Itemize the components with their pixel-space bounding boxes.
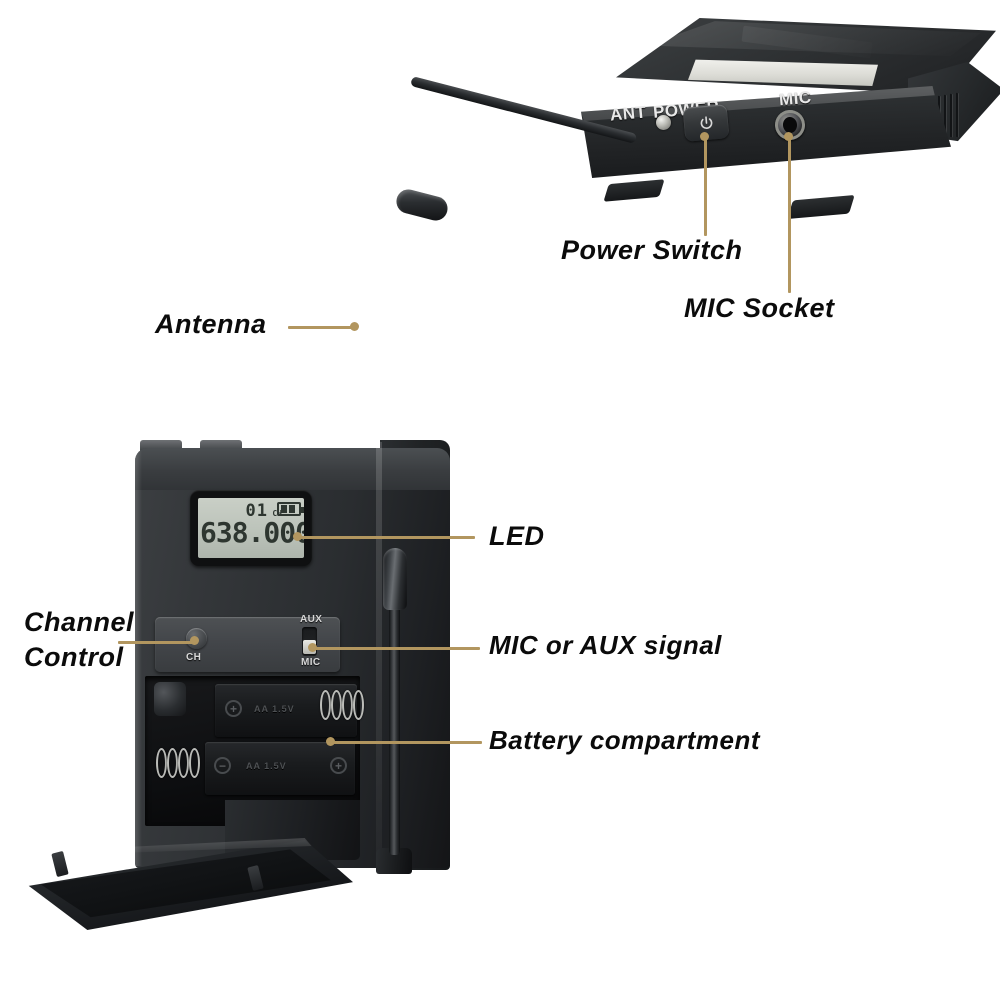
switch-mic-label: MIC xyxy=(301,657,321,668)
bottom-unit-left-edge-highlight xyxy=(135,450,142,866)
leader-power-switch xyxy=(704,138,707,236)
lcd-channel-number: 01 xyxy=(245,501,268,521)
leader-dot-led xyxy=(293,532,302,541)
leader-dot-mic-aux xyxy=(308,643,317,652)
battery-spec-top: AA 1.5V xyxy=(254,704,295,714)
polarity-minus-icon: − xyxy=(214,757,231,774)
leader-dot-channel-control xyxy=(190,636,199,645)
top-transmitter-unit xyxy=(556,18,1000,233)
battery-contact-post xyxy=(154,682,186,716)
callout-mic-or-aux-signal: MIC or AUX signal xyxy=(489,630,722,660)
callout-control: Control xyxy=(24,642,124,672)
leader-battery-compartment xyxy=(330,741,482,744)
callout-power-switch: Power Switch xyxy=(561,235,743,265)
polarity-plus-icon-bottom: + xyxy=(330,757,347,774)
lcd-frequency-value: 638.000 xyxy=(200,516,304,549)
leader-mic-socket xyxy=(788,138,791,293)
vent-groove-icon xyxy=(950,93,952,138)
leader-led xyxy=(297,536,475,539)
top-unit-antenna-tip xyxy=(393,186,451,224)
callout-antenna: Antenna xyxy=(155,309,267,339)
battery-spring-bottom xyxy=(156,748,202,778)
lcd-display: 01 CH 638.000 xyxy=(198,498,304,558)
callout-mic-socket: MIC Socket xyxy=(684,293,835,323)
status-led-icon xyxy=(656,115,671,130)
vent-groove-icon xyxy=(956,92,958,138)
leader-dot-mic-socket xyxy=(784,132,793,141)
battery-spec-bottom: AA 1.5V xyxy=(246,761,287,771)
antenna-rod xyxy=(389,555,400,855)
bottom-unit-top-shoulder xyxy=(135,448,450,490)
ch-button-label: CH xyxy=(186,652,202,663)
ant-label: ANT xyxy=(609,102,648,125)
leader-dot-antenna xyxy=(350,322,359,331)
leader-mic-aux xyxy=(312,647,480,650)
power-button[interactable] xyxy=(682,104,730,142)
leader-dot-battery-compartment xyxy=(326,737,335,746)
callout-channel: Channel xyxy=(24,607,135,637)
leader-dot-power-switch xyxy=(700,132,709,141)
bottom-unit-right-edge-highlight xyxy=(376,442,382,870)
antenna-tip-cap xyxy=(383,548,407,610)
battery-spring-top xyxy=(320,690,366,720)
callout-battery-compartment: Battery compartment xyxy=(489,725,761,755)
power-symbol-icon xyxy=(700,115,712,129)
leader-channel-control xyxy=(118,641,196,644)
switch-aux-label: AUX xyxy=(300,614,323,625)
leader-antenna xyxy=(288,326,354,329)
battery-level-icon xyxy=(277,502,304,516)
mic-label: MIC xyxy=(778,87,813,110)
callout-led: LED xyxy=(489,521,545,551)
polarity-plus-icon: + xyxy=(225,700,242,717)
